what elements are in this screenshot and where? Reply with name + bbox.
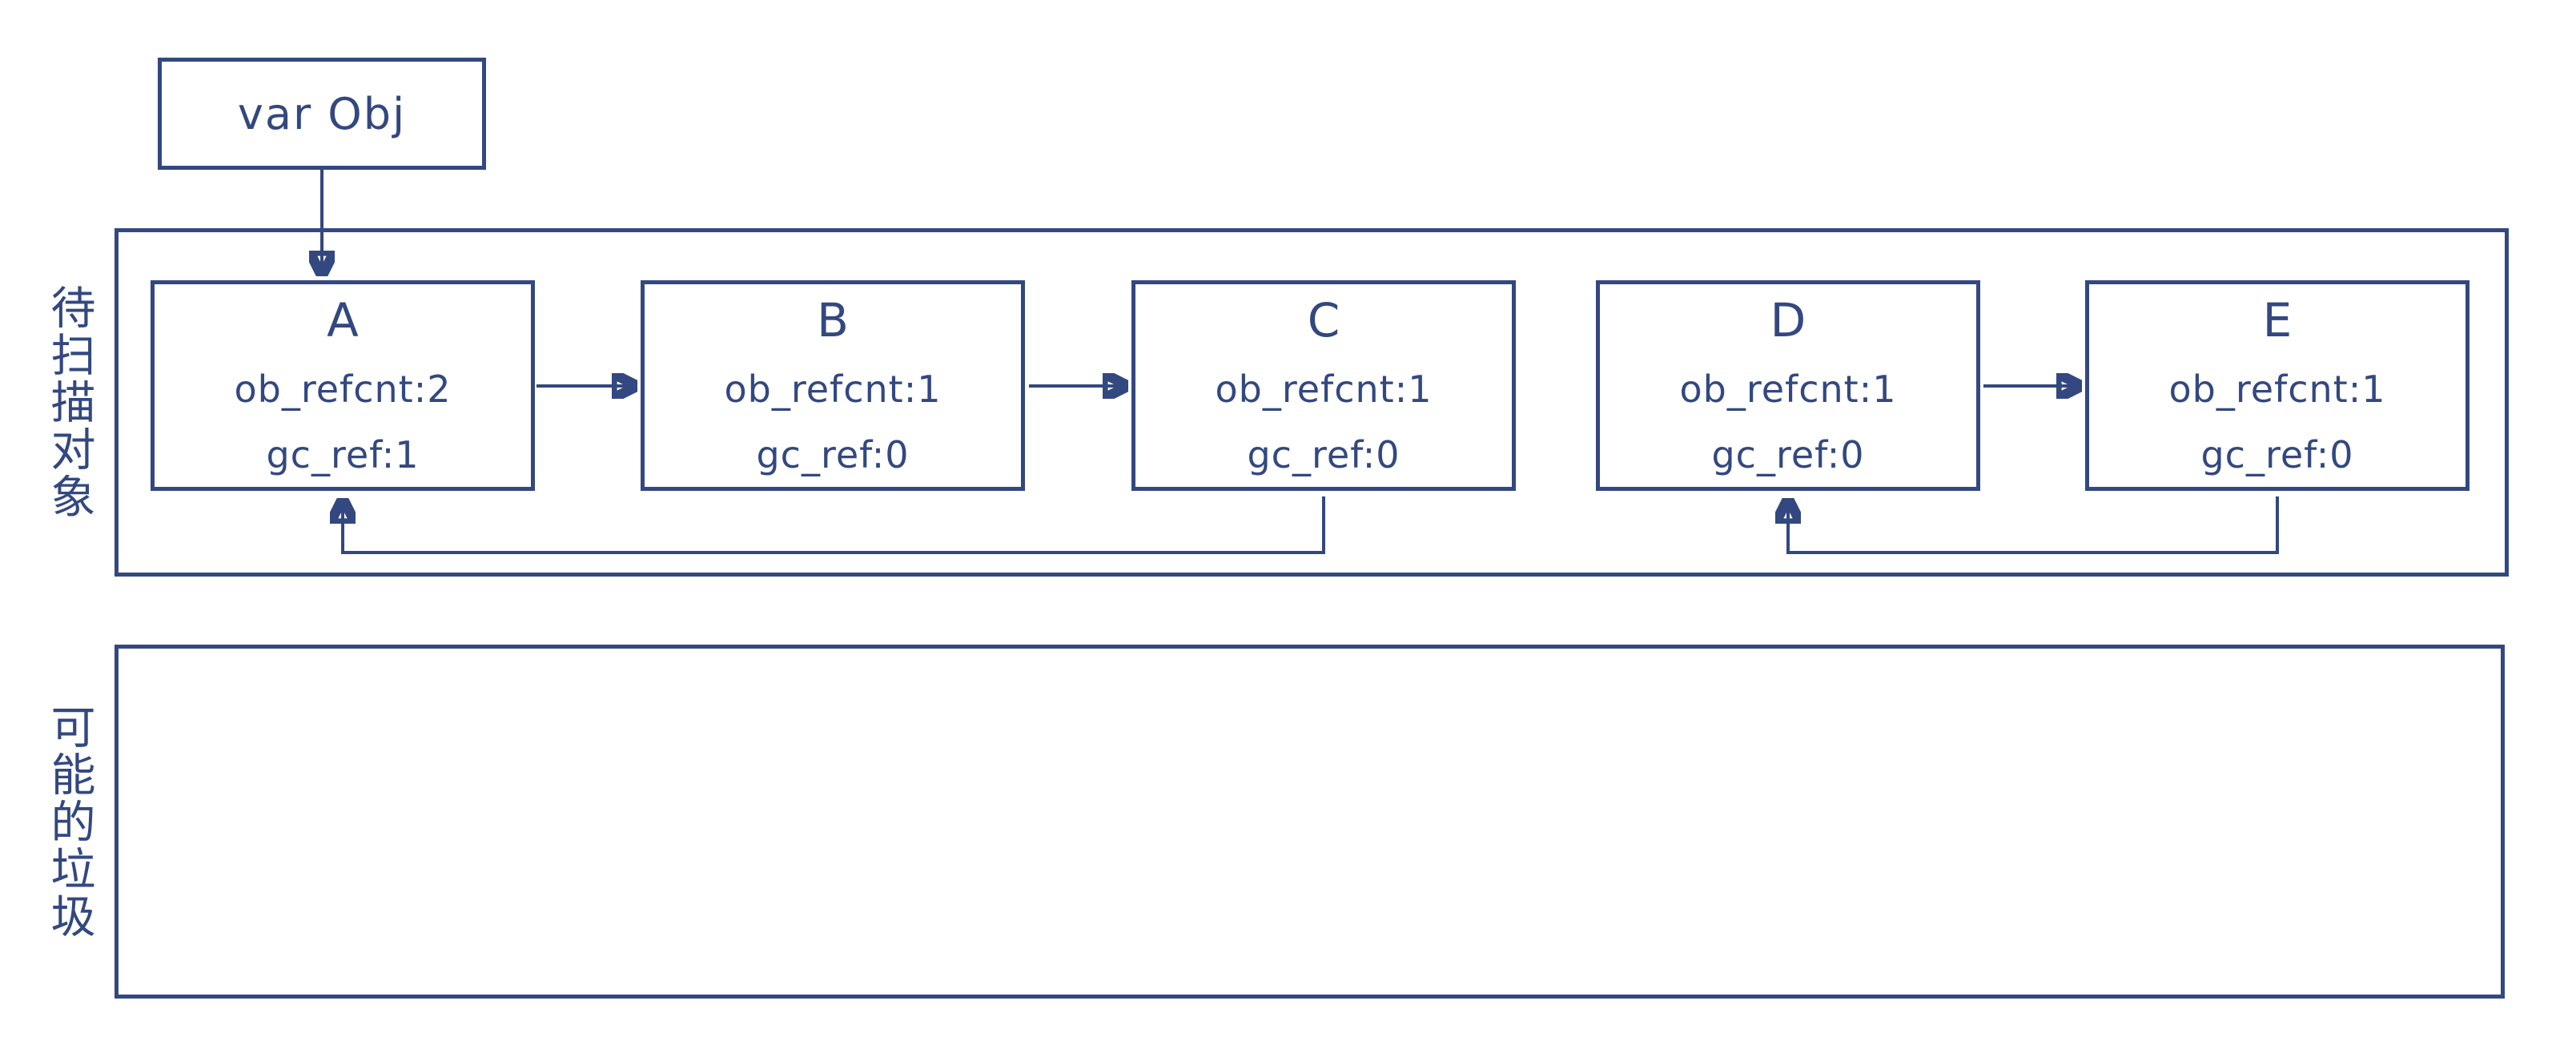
node-b-title: B [817, 293, 849, 348]
node-d-title: D [1770, 293, 1806, 348]
node-a-title: A [327, 293, 359, 348]
node-c-refcnt: ob_refcnt:1 [1215, 368, 1433, 412]
node-e-refcnt: ob_refcnt:1 [2168, 368, 2386, 412]
garbage-area-container [115, 645, 2505, 999]
var-obj-label: var Obj [237, 88, 407, 139]
object-node-a: A ob_refcnt:2 gc_ref:1 [151, 280, 535, 491]
node-c-title: C [1307, 293, 1340, 348]
node-d-refcnt: ob_refcnt:1 [1679, 368, 1897, 412]
scan-area-label: 待扫描对象 [43, 284, 95, 520]
garbage-area-label: 可能的垃圾 [43, 703, 95, 940]
node-e-title: E [2262, 293, 2293, 348]
node-a-refcnt: ob_refcnt:2 [234, 368, 452, 412]
node-c-gcref: gc_ref:0 [1247, 432, 1401, 476]
node-a-gcref: gc_ref:1 [266, 432, 420, 476]
node-d-gcref: gc_ref:0 [1711, 432, 1865, 476]
object-node-c: C ob_refcnt:1 gc_ref:0 [1131, 280, 1516, 491]
object-node-d: D ob_refcnt:1 gc_ref:0 [1596, 280, 1980, 491]
node-b-gcref: gc_ref:0 [756, 432, 910, 476]
node-b-refcnt: ob_refcnt:1 [724, 368, 942, 412]
var-obj-box: var Obj [158, 58, 486, 170]
object-node-b: B ob_refcnt:1 gc_ref:0 [641, 280, 1025, 491]
node-e-gcref: gc_ref:0 [2200, 432, 2354, 476]
object-node-e: E ob_refcnt:1 gc_ref:0 [2085, 280, 2470, 491]
scan-area-container [115, 228, 2509, 577]
